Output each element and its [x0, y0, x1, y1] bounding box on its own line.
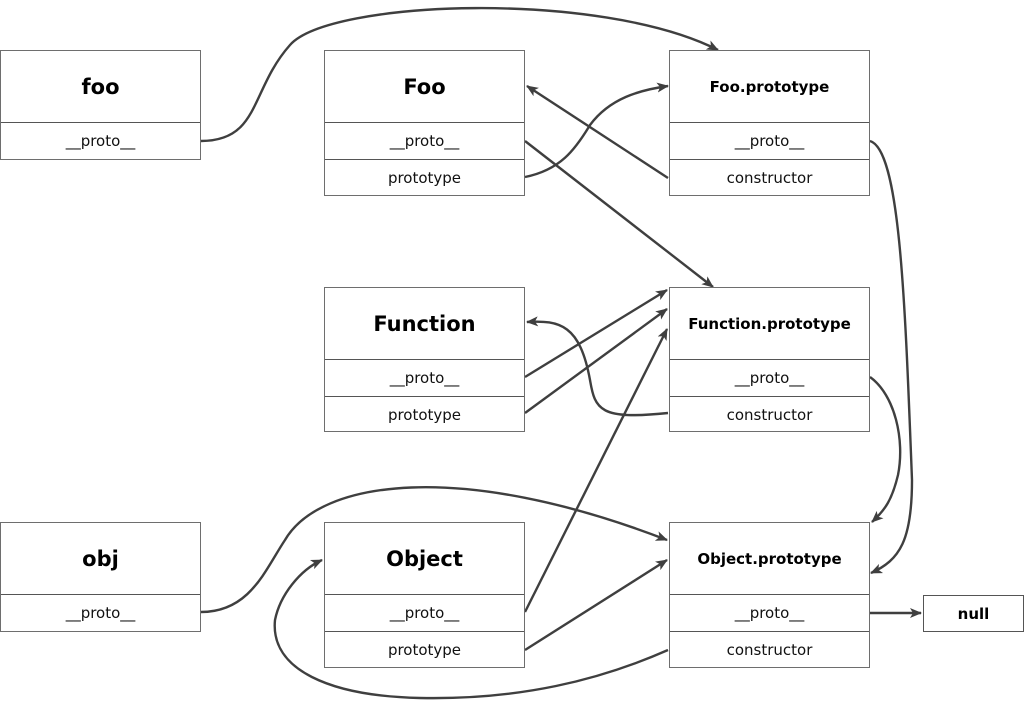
- node-title: obj: [1, 523, 200, 595]
- field-constructor: constructor: [670, 396, 869, 432]
- edge-object-prototype-constructor-to-object: [273, 558, 669, 700]
- node-Foo: Foo __proto__ prototype: [324, 50, 525, 196]
- node-title: Foo: [325, 51, 524, 123]
- edge-foo-proto-to-function-prototype: [524, 140, 714, 288]
- field-proto: __proto__: [734, 604, 805, 622]
- field-prototype: prototype: [325, 159, 524, 195]
- node-title: foo: [1, 51, 200, 123]
- edge-object-prototype-field: [524, 558, 668, 652]
- edge-obj-proto-to-object-prototype: [200, 486, 668, 614]
- node-foo-prototype: Foo.prototype __proto__ constructor: [669, 50, 870, 196]
- node-title: Foo.prototype: [670, 51, 869, 123]
- field-proto: __proto__: [734, 369, 805, 387]
- edge-object-proto-to-function-prototype: [523, 328, 669, 613]
- edge-foo-prototype-field: [524, 82, 669, 179]
- node-Object: Object __proto__ prototype: [324, 522, 525, 668]
- field-proto: __proto__: [389, 132, 460, 150]
- node-Function: Function __proto__ prototype: [324, 287, 525, 432]
- field-constructor: constructor: [670, 159, 869, 195]
- field-proto: __proto__: [65, 604, 136, 622]
- edge-function-prototype-proto-to-object-prototype: [869, 376, 902, 523]
- field-prototype: prototype: [325, 631, 524, 667]
- node-title: Function.prototype: [670, 288, 869, 360]
- node-foo: foo __proto__: [0, 50, 201, 160]
- field-prototype: prototype: [325, 396, 524, 432]
- node-title: Object: [325, 523, 524, 595]
- node-title: Object.prototype: [670, 523, 869, 595]
- field-proto: __proto__: [389, 369, 460, 387]
- field-proto: __proto__: [734, 132, 805, 150]
- edge-foo-prototype-constructor-to-foo: [526, 84, 669, 180]
- node-object-prototype: Object.prototype __proto__ constructor: [669, 522, 870, 668]
- field-proto: __proto__: [65, 132, 136, 150]
- edge-function-prototype-constructor-to-function: [526, 316, 669, 417]
- edge-function-proto-to-function-prototype: [524, 288, 668, 379]
- field-constructor: constructor: [670, 631, 869, 667]
- field-proto: __proto__: [389, 604, 460, 622]
- edge-foo-proto-to-foo-prototype: [200, 6, 719, 143]
- edge-foo-prototype-proto-to-object-prototype: [869, 139, 914, 575]
- edge-function-prototype-field: [524, 308, 668, 414]
- node-function-prototype: Function.prototype __proto__ constructor: [669, 287, 870, 432]
- node-null: null: [923, 595, 1024, 632]
- node-obj: obj __proto__: [0, 522, 201, 632]
- node-title: Function: [325, 288, 524, 360]
